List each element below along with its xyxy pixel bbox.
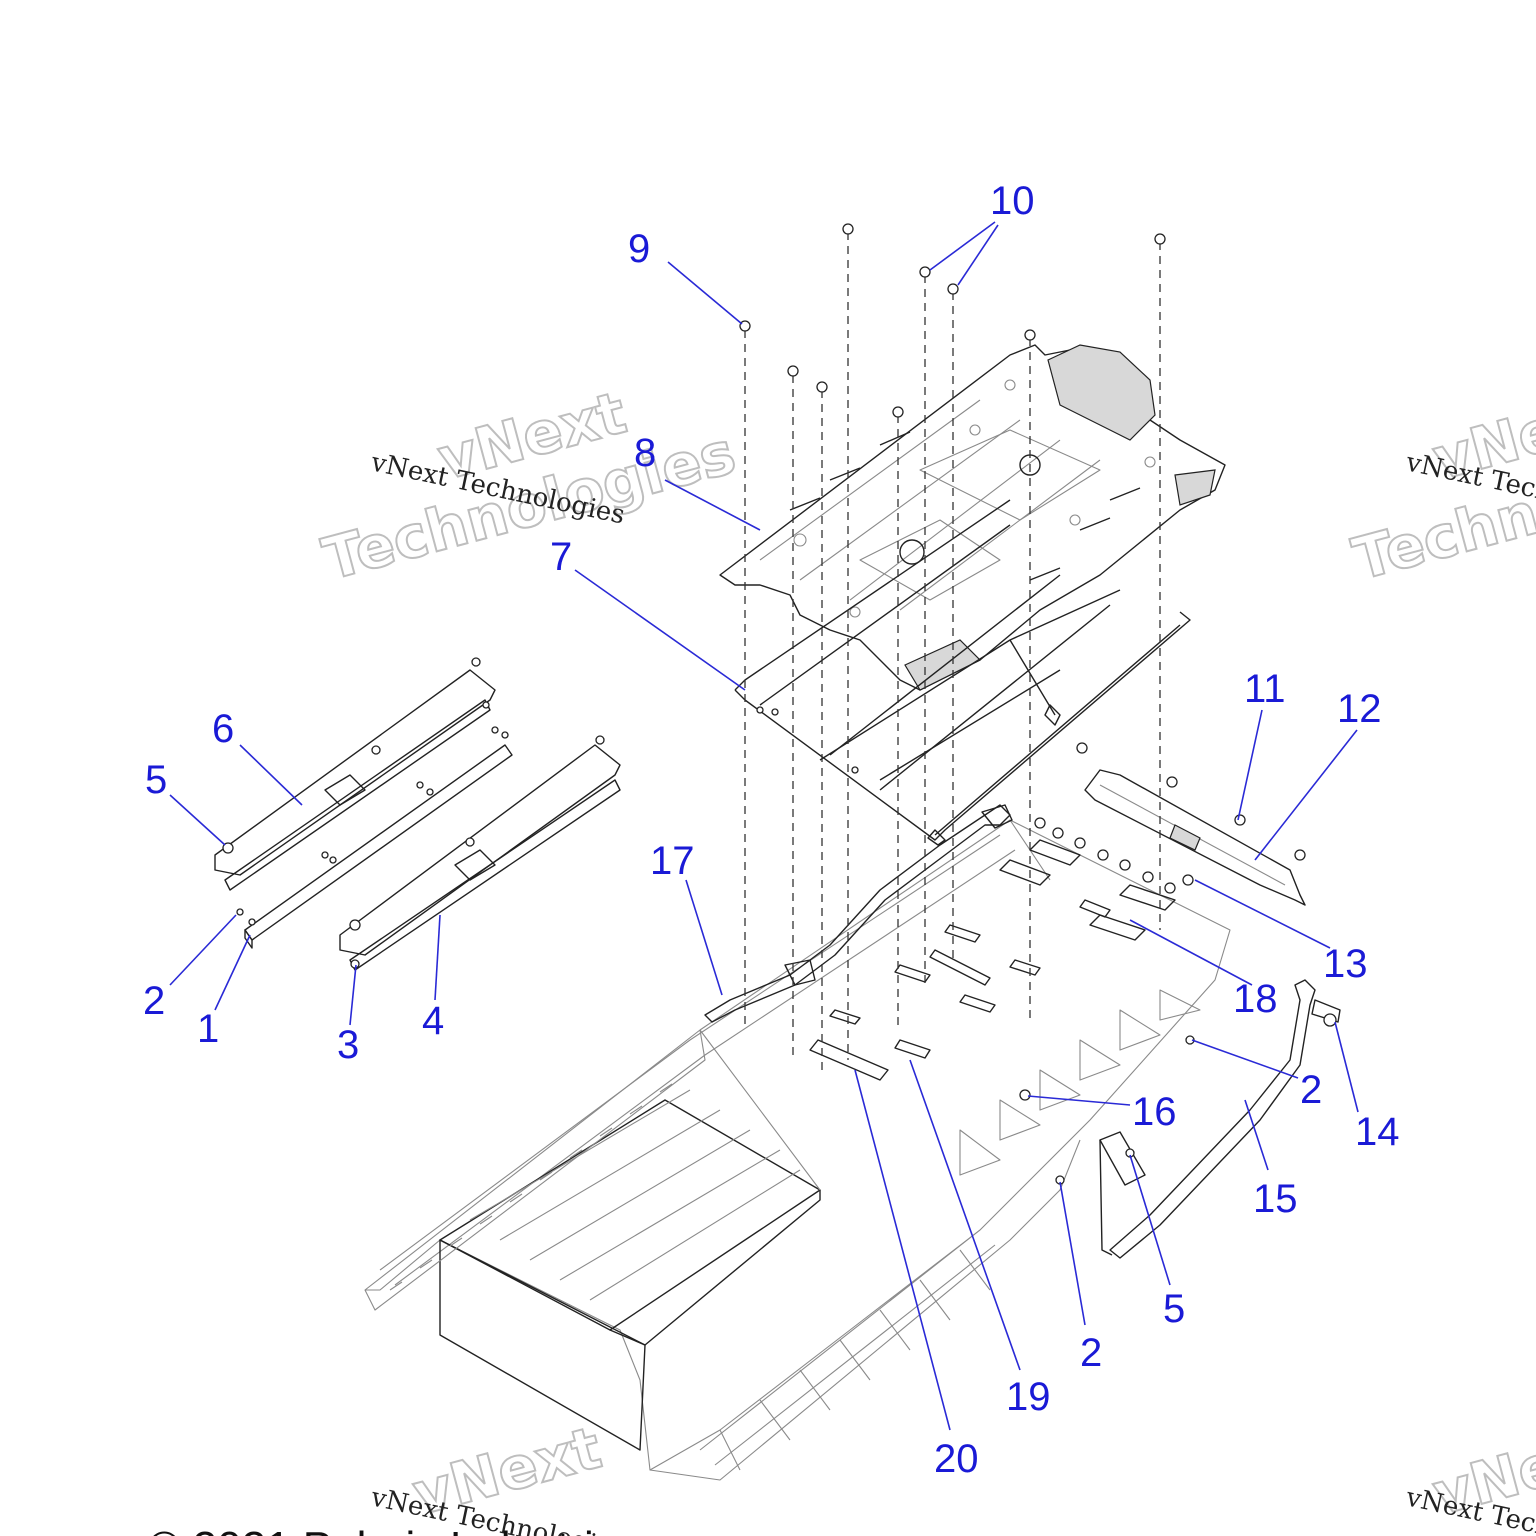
callout-2-right: 2 [1300, 1068, 1322, 1112]
callout-5-left: 5 [145, 758, 167, 802]
callout-2-left: 2 [143, 979, 165, 1023]
grab-bar-right [1099, 979, 1341, 1259]
callout-3: 3 [337, 1023, 359, 1067]
misc-fasteners [1019, 742, 1337, 1185]
copyright-text: © 2021 Polaris Industries [148, 1523, 640, 1536]
callout-2-bottom: 2 [1080, 1331, 1102, 1375]
seat-screws [739, 223, 1166, 418]
callout-9: 9 [628, 227, 650, 271]
callout-5-right: 5 [1163, 1287, 1185, 1331]
callout-15: 15 [1253, 1177, 1298, 1221]
rail-fastener-group [222, 657, 605, 969]
callout-18: 18 [1233, 977, 1278, 1021]
assembly-lines [744, 232, 1161, 1075]
callout-17: 17 [650, 839, 695, 883]
callout-1: 1 [197, 1007, 219, 1051]
left-rails [214, 657, 621, 971]
callout-12: 12 [1337, 687, 1382, 731]
tunnel-chassis [364, 819, 1231, 1481]
rear-bracket [1084, 769, 1306, 906]
callout-11: 11 [1244, 667, 1286, 711]
callout-16: 16 [1132, 1090, 1177, 1134]
seat-frame [734, 499, 1191, 846]
callout-10: 10 [990, 179, 1035, 223]
callout-labels: 9 10 8 7 6 5 2 1 3 4 17 11 12 13 18 2 14… [143, 179, 1400, 1481]
callout-14: 14 [1355, 1110, 1400, 1154]
callout-4: 4 [422, 999, 444, 1043]
callout-8: 8 [634, 431, 656, 475]
callout-20: 20 [934, 1437, 979, 1481]
seat-base-plate [719, 344, 1226, 691]
grab-bar-left [704, 804, 1013, 1023]
callout-6: 6 [212, 707, 234, 751]
callout-7: 7 [550, 535, 572, 579]
callout-19: 19 [1006, 1375, 1051, 1419]
callout-13: 13 [1323, 942, 1368, 986]
leader-lines [169, 221, 1359, 1431]
